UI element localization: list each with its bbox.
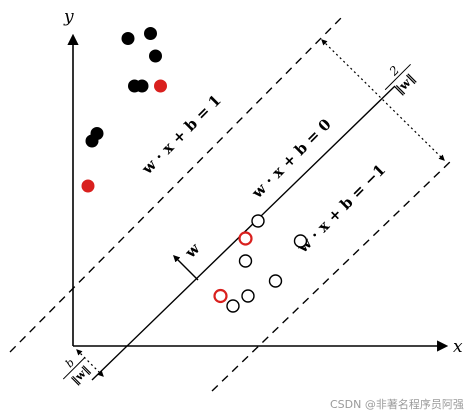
negative-support-point	[238, 231, 253, 246]
negative-support-point	[213, 288, 228, 304]
offset-numerator: b	[63, 356, 77, 370]
normal-vector-label: w	[181, 239, 204, 262]
y-axis-label: y	[63, 7, 74, 27]
x-axis-label: x	[453, 337, 463, 357]
upper-margin-line	[9, 13, 346, 353]
negative-point	[293, 234, 308, 248]
negative-point	[226, 299, 240, 313]
positive-point	[149, 49, 162, 63]
positive-point	[144, 27, 157, 40]
margin-width-indicator	[321, 39, 445, 161]
positive-point	[121, 32, 135, 45]
offset-indicator	[76, 349, 104, 377]
positive-point	[135, 79, 149, 93]
watermark: CSDN @非著名程序员阿强	[330, 397, 464, 411]
positive-support-point	[154, 79, 167, 93]
positive-point	[85, 134, 99, 148]
boundary-line-equation: w · x + b = 0	[247, 115, 334, 202]
margin-numerator: 2	[386, 63, 402, 79]
negative-point	[268, 274, 283, 288]
negative-point	[238, 254, 253, 268]
negative-point	[241, 289, 255, 303]
upper-line-equation: w · x + b = 1	[137, 91, 224, 178]
lower-line-equation: w · x + b = −1	[293, 161, 389, 257]
points-layer	[81, 27, 308, 313]
lower-margin-line	[211, 159, 453, 392]
normal-vector-arrow	[173, 255, 199, 281]
negative-point	[251, 214, 265, 228]
positive-support-point	[81, 179, 95, 193]
